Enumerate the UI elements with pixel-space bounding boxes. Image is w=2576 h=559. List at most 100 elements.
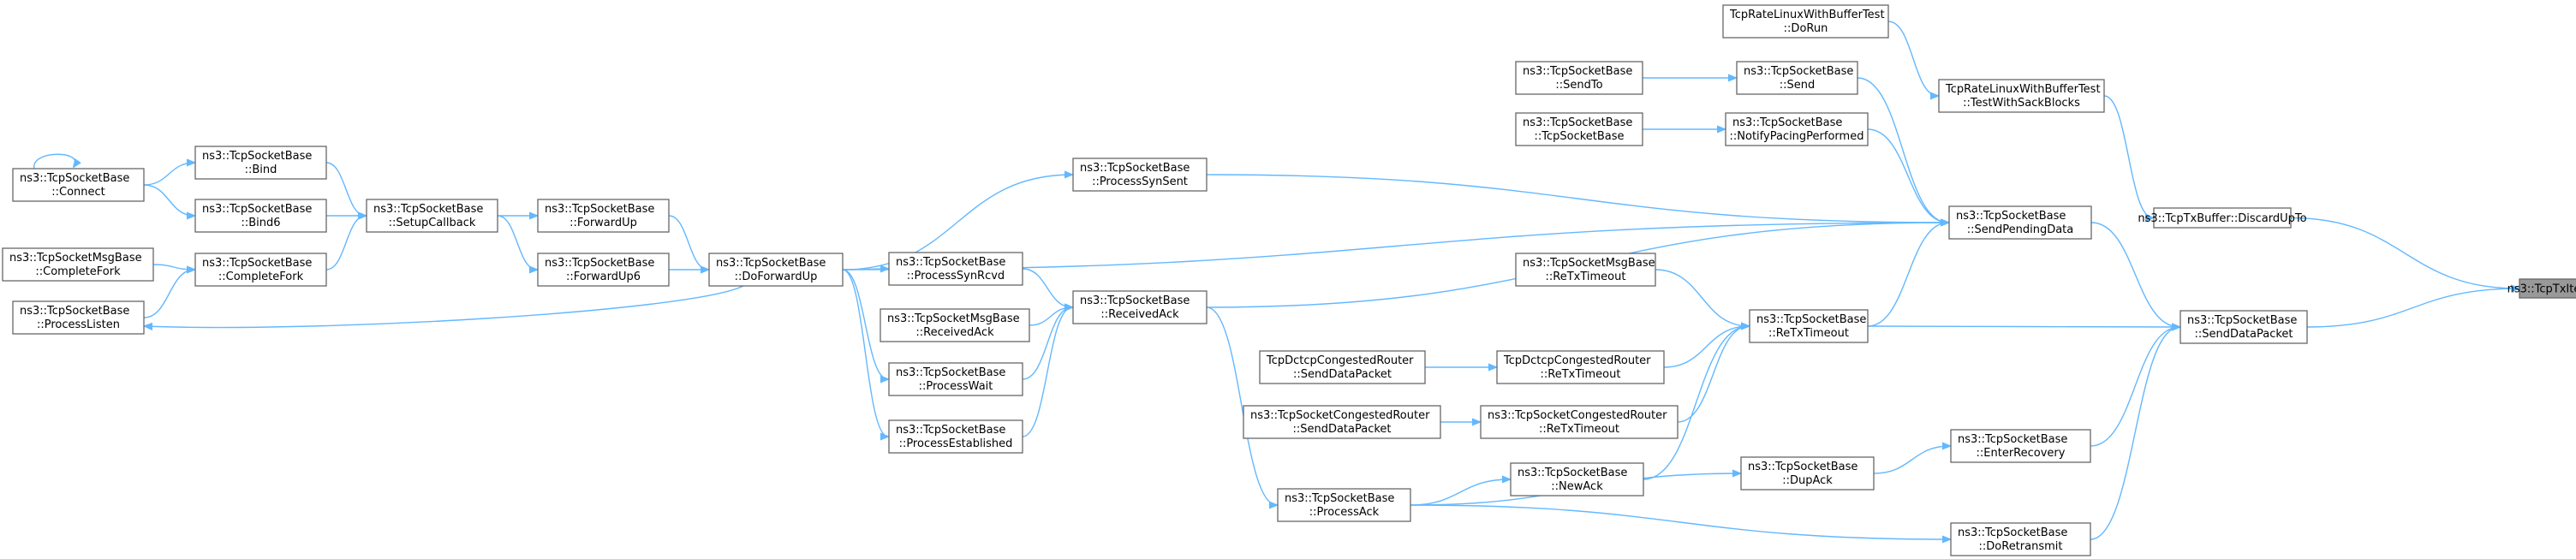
node-label: ns3::TcpSocketBase [1756,313,1866,326]
node-label: TcpRateLinuxWithBufferTest [1945,83,2101,96]
node-dctcp_send[interactable]: TcpDctcpCongestedRouter::SendDataPacket [1259,350,1426,384]
node-label: ::CompleteFork [35,265,121,278]
node-box [888,252,1023,286]
node-box [366,199,498,233]
edge-bind-to-setupcallback [325,162,366,216]
node-label: ns3::TcpSocketBase [2187,314,2297,327]
node-box [888,362,1023,396]
node-box [194,146,327,180]
edge-doretransmit-to-senddatapacket [2090,327,2179,540]
node-retxtimeout[interactable]: ns3::TcpSocketBase::ReTxTimeout [1749,309,1869,343]
edge-doforwardup-to-sendpendingdata [842,223,1948,271]
node-label: ::SendDataPacket [1292,423,1391,436]
node-label: ns3::TcpSocketBase [1523,116,1632,129]
node-getpacketcopy[interactable]: ns3::TcpTxItem::GetPacketCopy [2507,278,2576,299]
node-testwithsackblocks[interactable]: TcpRateLinuxWithBufferTest::TestWithSack… [1938,79,2105,113]
node-label: ::SendTo [1555,79,1602,92]
node-label: ::NewAck [1551,480,1603,493]
node-send[interactable]: ns3::TcpSocketBase::Send [1736,61,1858,95]
node-label: ns3::TcpSocketBase [1748,461,1857,473]
edge-processack-to-doretransmit [1410,504,1950,539]
node-label: ::Send [1780,79,1816,92]
node-box [1725,112,1869,146]
node-box [880,308,1030,342]
node-label: ns3::TcpSocketCongestedRouter [1250,409,1430,422]
node-box [1515,61,1643,95]
node-senddatapacket[interactable]: ns3::TcpSocketBase::SendDataPacket [2179,310,2308,344]
node-label: ns3::TcpSocketBase [1518,467,1627,479]
edge-setupcallback-to-forwardup6 [497,215,537,270]
node-box [888,419,1023,454]
node-msgbase_retx[interactable]: ns3::TcpSocketMsgBase::ReTxTimeout [1515,253,1656,287]
node-doretransmit[interactable]: ns3::TcpSocketBase::DoRetransmit [1950,522,2091,556]
node-box [1950,522,2091,556]
node-dupack[interactable]: ns3::TcpSocketBase::DupAck [1740,456,1875,491]
node-newack[interactable]: ns3::TcpSocketBase::NewAck [1510,462,1644,497]
node-box [708,253,844,287]
edge-sendpendingdata-to-senddatapacket [2090,222,2179,327]
node-congested_send[interactable]: ns3::TcpSocketCongestedRouter::SendDataP… [1243,405,1441,439]
node-box [1938,79,2105,113]
node-processestablished[interactable]: ns3::TcpSocketBase::ProcessEstablished [888,419,1023,454]
edge-receivedack-to-processack [1206,306,1277,505]
node-label: ::DoRetransmit [1979,540,2063,553]
node-processlisten[interactable]: ns3::TcpSocketBase::ProcessListen [12,300,145,335]
node-forwardup6[interactable]: ns3::TcpSocketBase::ForwardUp6 [537,253,670,287]
node-label: ns3::TcpTxItem::GetPacketCopy [2507,283,2576,296]
node-label: ns3::TcpSocketMsgBase [9,252,142,265]
node-dctcp_retx[interactable]: TcpDctcpCongestedRouter::ReTxTimeout [1496,350,1665,384]
nodes: ns3::TcpTxItem::GetPacketCopy ns3::TcpTxB… [2,4,2576,556]
node-connect[interactable]: ns3::TcpSocketBase::Connect [12,168,145,202]
node-setupcallback[interactable]: ns3::TcpSocketBase::SetupCallback [366,199,498,233]
node-discardupto[interactable]: ns3::TcpTxBuffer::DiscardUpTo [2138,207,2307,229]
node-receivedack[interactable]: ns3::TcpSocketBase::ReceivedAck [1072,290,1208,324]
node-msgbase_completefork[interactable]: ns3::TcpSocketMsgBase::CompleteFork [2,247,154,282]
node-bind[interactable]: ns3::TcpSocketBase::Bind [194,146,327,180]
node-processack[interactable]: ns3::TcpSocketBase::ProcessAck [1277,488,1411,522]
edge-dupack-to-enterrecovery [1873,446,1950,474]
node-processsynsent[interactable]: ns3::TcpSocketBase::ProcessSynSent [1072,158,1208,192]
node-label: TcpDctcpCongestedRouter [1503,354,1651,367]
edge-doforwardup-to-processestablished [842,269,888,437]
edge-newack-to-retxtimeout [1643,326,1749,480]
edge-connect-to-bind [143,163,194,186]
node-congested_retx[interactable]: ns3::TcpSocketCongestedRouter::ReTxTimeo… [1480,405,1679,439]
edges [33,21,2519,540]
node-box [12,168,145,202]
node-label: ns3::TcpSocketBase [896,424,1005,437]
node-msgbase_receivedack[interactable]: ns3::TcpSocketMsgBase::ReceivedAck [880,308,1030,342]
node-doforwardup[interactable]: ns3::TcpSocketBase::DoForwardUp [708,253,844,287]
node-label: ::Connect [51,186,105,199]
node-completefork[interactable]: ns3::TcpSocketBase::CompleteFork [194,253,327,287]
node-label: ::DupAck [1782,474,1833,487]
node-label: ns3::TcpSocketMsgBase [887,312,1020,325]
edge-testwithsackblocks-to-discardupto [2103,95,2153,218]
node-notifypacing[interactable]: ns3::TcpSocketBase::NotifyPacingPerforme… [1725,112,1869,146]
node-label: ::ReceivedAck [915,326,994,339]
node-label: ::DoRun [1784,22,1828,35]
node-sendto[interactable]: ns3::TcpSocketBase::SendTo [1515,61,1643,95]
edge-discardupto-to-getpacketcopy [2290,217,2519,289]
edge-senddatapacket-to-getpacketcopy [2306,288,2519,328]
node-tcpsocketbase[interactable]: ns3::TcpSocketBase::TcpSocketBase [1515,112,1643,146]
node-label: ::ForwardUp6 [566,271,641,283]
edge-processsynrcvd-to-receivedack [1022,268,1072,307]
node-label: ::EnterRecovery [1977,447,2066,460]
node-box [1072,290,1208,324]
node-dorun[interactable]: TcpRateLinuxWithBufferTest::DoRun [1722,4,1889,39]
node-enterrecovery[interactable]: ns3::TcpSocketBase::EnterRecovery [1950,429,2091,463]
edge-msgbase_completefork-to-completefork [152,264,194,270]
node-processwait[interactable]: ns3::TcpSocketBase::ProcessWait [888,362,1023,396]
node-forwardup[interactable]: ns3::TcpSocketBase::ForwardUp [537,199,670,233]
node-label: ::ProcessListen [37,318,120,331]
node-sendpendingdata[interactable]: ns3::TcpSocketBase::SendPendingData [1948,205,2092,240]
node-box [1749,309,1869,343]
node-box [537,253,670,287]
edge-doforwardup-to-processlisten [145,285,744,328]
node-box [2153,207,2292,229]
node-label: ns3::TcpSocketBase [202,150,312,163]
node-processsynrcvd[interactable]: ns3::TcpSocketBase::ProcessSynRcvd [888,252,1023,286]
node-bind6[interactable]: ns3::TcpSocketBase::Bind6 [194,199,327,233]
node-label: ns3::TcpSocketBase [896,366,1005,379]
